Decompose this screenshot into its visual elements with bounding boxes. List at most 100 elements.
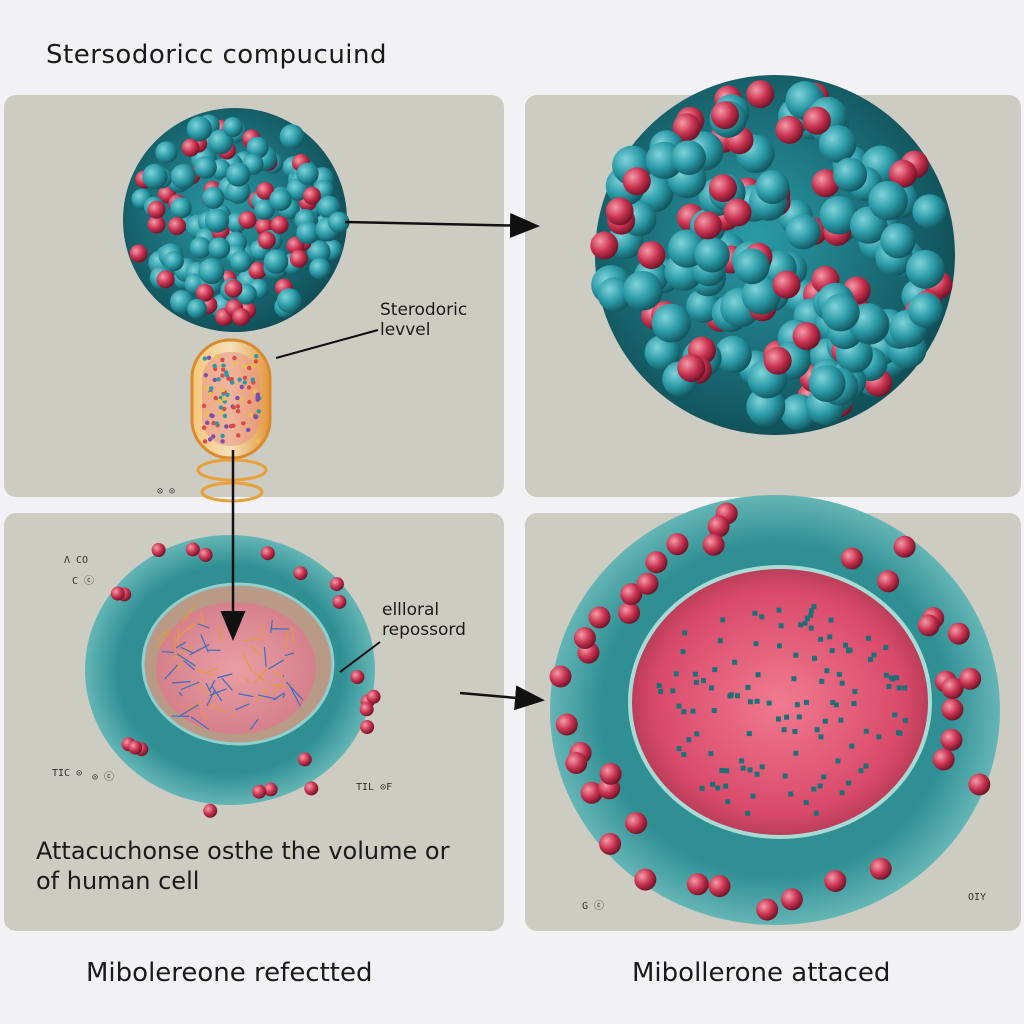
- teal-sphere: [741, 275, 781, 315]
- capsule-granule: [214, 354, 220, 359]
- molecule-cluster-large: [590, 75, 955, 435]
- red-sphere: [763, 346, 792, 375]
- receptor-mark: [712, 667, 718, 673]
- capsule-granule: [207, 437, 213, 442]
- red-sphere: [877, 570, 900, 593]
- red-sphere: [672, 113, 701, 142]
- fiber-strand: [263, 646, 267, 667]
- human-cell-right: [549, 495, 1000, 925]
- teal-sphere: [155, 141, 178, 164]
- red-sphere: [248, 261, 267, 280]
- teal-sphere: [189, 236, 212, 259]
- receptor-mark: [740, 765, 746, 771]
- fiber-strand: [200, 634, 209, 653]
- receptor-mark: [886, 684, 892, 689]
- capsule-granule: [255, 438, 260, 444]
- fiber-strand: [188, 621, 200, 630]
- red-sphere: [224, 279, 243, 298]
- red-sphere: [824, 870, 847, 892]
- receptor-mark: [694, 731, 700, 737]
- label-steroid-level-line1: Sterodoric: [380, 300, 468, 320]
- red-sphere: [709, 174, 737, 203]
- teal-sphere: [651, 303, 691, 343]
- cell-caption-line2: of human cell: [36, 867, 200, 895]
- capsule-granule: [212, 363, 217, 369]
- teal-sphere: [808, 365, 846, 402]
- capsule-granule: [214, 421, 220, 426]
- fiber-strand: [285, 631, 288, 649]
- fiber-strand: [282, 693, 286, 699]
- fiber-strand: [173, 635, 177, 651]
- capsule-granule: [247, 399, 252, 405]
- receptor-mark: [710, 781, 715, 787]
- fiber-strand: [170, 661, 173, 664]
- fiber-strand: [254, 672, 266, 683]
- fiber-strand: [271, 669, 284, 679]
- receptor-mark: [724, 768, 730, 774]
- teal-sphere: [225, 178, 251, 204]
- receptor-mark: [759, 764, 765, 770]
- fiber-strand: [196, 622, 210, 629]
- teal-sphere: [671, 140, 706, 175]
- capsule-granule: [222, 406, 227, 412]
- capsule-granule: [231, 423, 236, 428]
- red-sphere: [181, 138, 200, 157]
- receptor-mark: [858, 768, 864, 774]
- arrow-cluster-to-cluster: [344, 212, 540, 238]
- teal-sphere: [208, 237, 231, 259]
- capsule-granule: [213, 395, 218, 401]
- receptor-mark: [839, 680, 845, 686]
- capsule-granule: [209, 413, 214, 418]
- fiber-strand: [172, 646, 193, 659]
- fiber-strand: [156, 628, 171, 640]
- pointer-steroid-level: [275, 329, 379, 359]
- fiber-strand: [221, 677, 233, 691]
- teal-sphere: [833, 157, 868, 192]
- receptor-mark: [745, 684, 751, 690]
- capsule-granule: [224, 424, 229, 429]
- capsule-granule: [250, 377, 255, 382]
- fiber-strand: [181, 604, 196, 624]
- fiber-strand: [199, 709, 208, 720]
- receptor-mark: [863, 728, 869, 734]
- red-sphere: [620, 583, 643, 606]
- red-sphere: [360, 720, 375, 734]
- red-sphere: [693, 211, 722, 240]
- teal-sphere: [819, 196, 859, 235]
- receptor-mark: [821, 774, 827, 780]
- tiny-label-7: OIY: [968, 892, 987, 903]
- capsule-granule: [205, 386, 210, 391]
- capsule-granule: [232, 355, 237, 361]
- receptor-mark: [802, 620, 808, 626]
- receptor-mark: [852, 689, 858, 695]
- receptor-mark: [682, 630, 688, 636]
- red-sphere: [350, 670, 365, 684]
- receptor-mark: [717, 638, 723, 644]
- red-sphere: [549, 665, 572, 688]
- red-sphere: [257, 231, 276, 250]
- capsule-granule: [217, 398, 222, 404]
- receptor-mark: [839, 790, 845, 796]
- fiber-strand: [185, 701, 201, 712]
- red-sphere: [893, 535, 916, 558]
- red-sphere: [959, 667, 982, 690]
- label-steroid-level: Sterodoric levvel: [380, 300, 467, 340]
- capsule-granule: [242, 380, 247, 385]
- capsule-granule: [253, 414, 258, 420]
- receptor-mark: [676, 746, 682, 752]
- teal-sphere: [309, 257, 331, 280]
- tiny-label-6: G ⓒ: [582, 901, 605, 912]
- receptor-mark: [798, 622, 804, 628]
- receptor-mark: [755, 672, 761, 678]
- capsule-granule: [246, 427, 251, 433]
- red-sphere: [941, 698, 964, 721]
- red-sphere: [677, 354, 706, 383]
- red-sphere: [599, 762, 622, 785]
- red-sphere: [302, 186, 321, 205]
- red-sphere: [625, 812, 648, 835]
- red-sphere: [304, 781, 319, 796]
- capsule-granule: [241, 421, 246, 426]
- fiber-strand: [183, 659, 195, 671]
- teal-sphere: [254, 199, 275, 220]
- capsule-granule: [225, 392, 230, 397]
